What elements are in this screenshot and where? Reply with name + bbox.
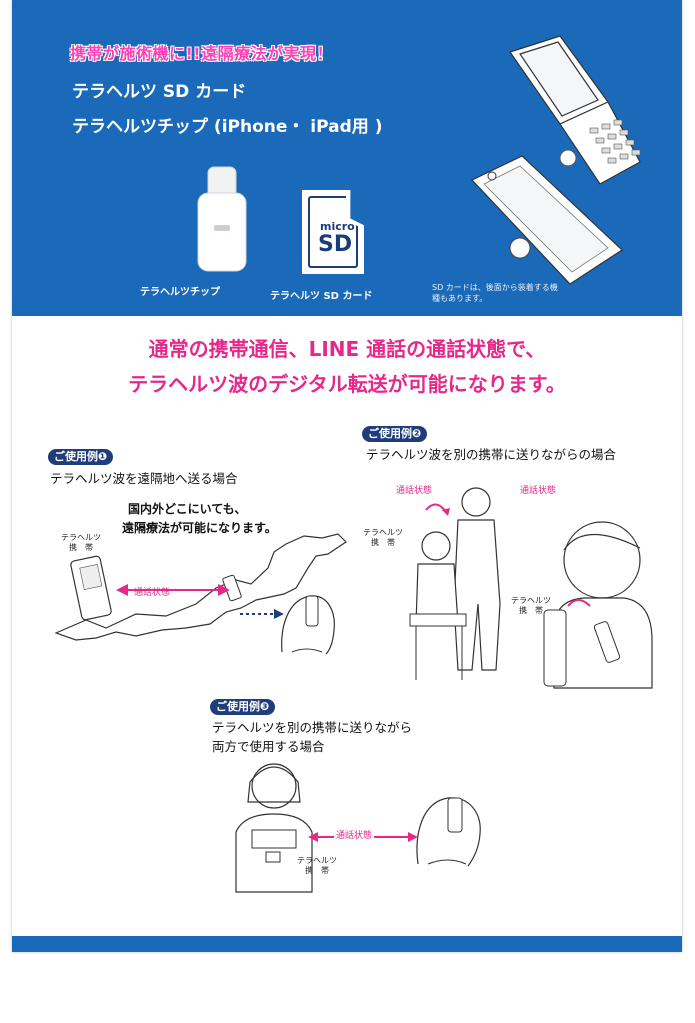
example1-note-line2: 遠隔療法が可能になります。 — [122, 521, 277, 535]
example2-phone-label-a: テラヘルツ 携 帯 — [358, 528, 408, 548]
chip-caption: テラヘルツチップ — [140, 287, 220, 298]
example3-phone-label-line2: 携 帯 — [305, 866, 329, 875]
example2-call-label-left: 通話状態 — [396, 486, 433, 496]
example2-phone-label-b-line2: 携 帯 — [519, 606, 543, 615]
sd-card-caption: テラヘルツ SD カード — [270, 291, 373, 302]
example2-receiver-image — [543, 521, 653, 689]
flyer-sheet: 携帯が施術機に!!遠隔療法が実現！ テラヘルツ SD カード テラヘルツチップ … — [12, 0, 682, 952]
chip-adapter-image — [197, 166, 247, 272]
example1-call-label: 通話状態 — [134, 588, 171, 598]
example1-phone-label: テラヘルツ 携 帯 — [56, 533, 106, 553]
example2-phone-label-a-line2: 携 帯 — [371, 538, 395, 547]
example2-title: テラヘルツ波を別の携帯に送りながらの場合 — [366, 447, 617, 462]
headline-line-2: テラヘルツ波のデジタル転送が可能になります。 — [128, 372, 566, 396]
example2-badge: ご使用例❷ — [362, 426, 428, 442]
example1-phone-label-line2: 携 帯 — [69, 543, 93, 552]
example3-patient-head-image — [416, 797, 481, 867]
example3-woman-image — [235, 763, 313, 893]
example1-title: テラヘルツ波を遠隔地へ送る場合 — [50, 471, 238, 486]
product-chip-title: テラヘルツチップ (iPhone・ iPad用 ) — [72, 117, 383, 137]
flip-phone-image — [509, 35, 641, 185]
bottom-bar — [12, 936, 682, 952]
example1-patient-head-image — [281, 595, 335, 655]
example3-phone-label: テラヘルツ 携 帯 — [292, 856, 342, 876]
example2-call-label-right: 通話状態 — [520, 486, 557, 496]
product-sd-card-title: テラヘルツ SD カード — [72, 82, 247, 102]
smartphone-image — [471, 155, 623, 285]
sd-card-note: SD カードは、後面から装着する機種もあります。 — [432, 283, 558, 303]
sd-logo-sd: SD — [318, 232, 353, 257]
example3-title-line2: 両方で使用する場合 — [212, 739, 325, 754]
example3-title-line1: テラヘルツを別の携帯に送りながら — [212, 720, 413, 735]
banner-tagline: 携帯が施術機に!!遠隔療法が実現！ — [70, 44, 334, 63]
top-banner: 携帯が施術機に!!遠隔療法が実現！ テラヘルツ SD カード テラヘルツチップ … — [12, 0, 682, 316]
example2-phone-label-b-line1: テラヘルツ — [511, 596, 551, 605]
sd-logo-micro: micro — [320, 220, 355, 233]
example2-phone-label-b: テラヘルツ 携 帯 — [506, 596, 556, 616]
example1-note-line1: 国内外どこにいても、 — [128, 502, 247, 516]
example2-therapist-and-patient-image — [409, 487, 501, 680]
example1-phone-label-line1: テラヘルツ — [61, 533, 101, 542]
example1-badge: ご使用例❶ — [48, 449, 114, 465]
example3-call-label: 通話状態 — [334, 828, 375, 841]
example2-phone-label-a-line1: テラヘルツ — [363, 528, 403, 537]
example3-phone-label-line1: テラヘルツ — [297, 856, 337, 865]
japan-map-image — [54, 533, 347, 641]
example3-badge: ご使用例❸ — [210, 699, 276, 715]
headline-line-1: 通常の携帯通信、LINE 通話の通話状態で、 — [148, 337, 546, 361]
micro-sd-card-image: micro SD — [302, 190, 364, 274]
